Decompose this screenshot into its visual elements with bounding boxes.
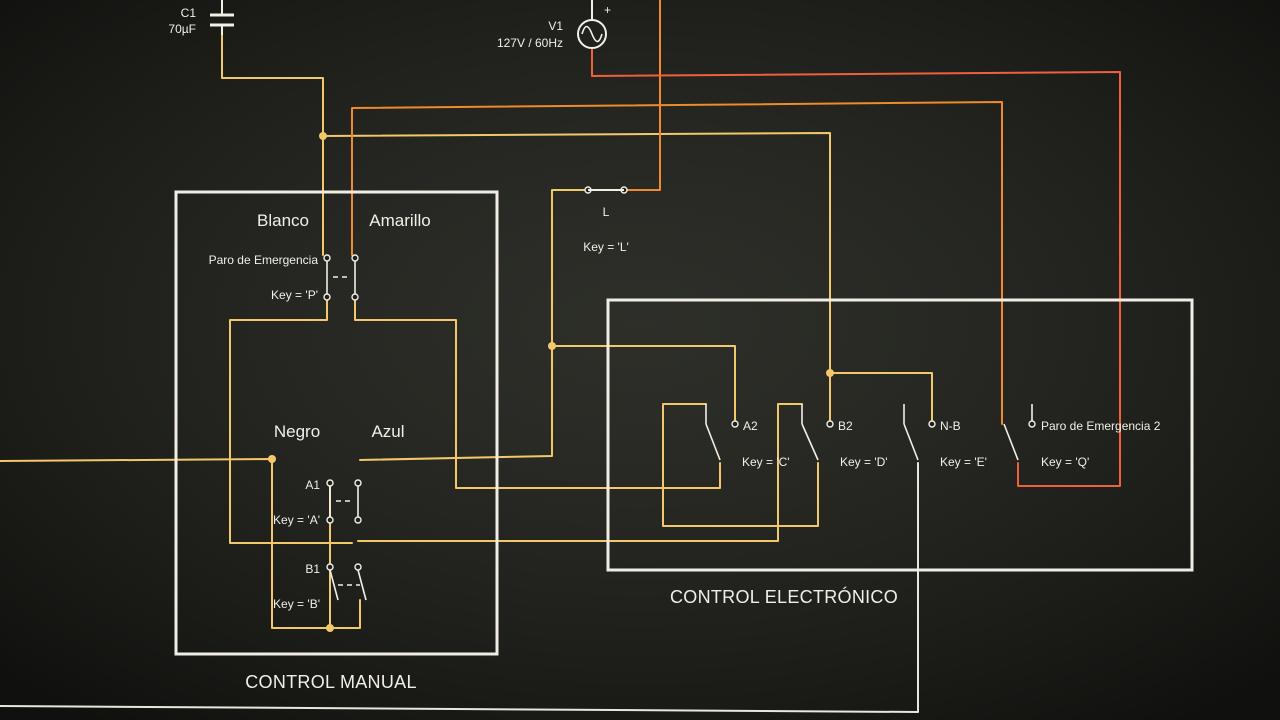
- switch-q[interactable]: Paro de Emergencia 2 Key = 'Q': [1003, 404, 1161, 469]
- source-rating: 127V / 60Hz: [497, 36, 563, 50]
- capacitor-c1: C1 70µF: [168, 0, 234, 36]
- wire-amarillo-top: [351, 101, 1003, 425]
- switch-d[interactable]: B2 Key = 'D': [801, 404, 888, 469]
- control-electronic-title: CONTROL ELECTRÓNICO: [670, 586, 898, 607]
- wire-amarillo-loop: [354, 299, 721, 489]
- switch-l[interactable]: L Key = 'L': [583, 186, 629, 254]
- wire-rail-b2: [322, 132, 831, 425]
- capacitor-name: C1: [181, 6, 197, 20]
- junctions: [268, 132, 834, 632]
- switch-c[interactable]: A2 Key = 'C': [705, 404, 790, 469]
- source-name: V1: [548, 19, 563, 33]
- wire-a1-drop: [329, 482, 361, 629]
- wire-source-plus: [625, 0, 661, 191]
- label-amarillo: Amarillo: [369, 211, 430, 230]
- switch-q-key: Key = 'Q': [1041, 455, 1089, 469]
- switch-a1[interactable]: A1 Key = 'A': [273, 478, 362, 527]
- source-plus: +: [604, 3, 611, 17]
- voltage-source-v1: + V1 127V / 60Hz: [497, 0, 611, 50]
- switch-b1-key: Key = 'B': [273, 597, 320, 611]
- switch-d-key: Key = 'D': [840, 455, 888, 469]
- emergency2-label: Paro de Emergencia 2: [1041, 419, 1161, 433]
- wire-loop-c2: [357, 403, 803, 542]
- switch-c-key: Key = 'C': [742, 455, 790, 469]
- wire-negro-left: [0, 458, 331, 629]
- label-negro: Negro: [274, 422, 320, 441]
- switch-a1-key: Key = 'A': [273, 513, 320, 527]
- wire-to-nb: [829, 372, 933, 425]
- switch-l-name: L: [603, 205, 610, 219]
- control-manual-box: [174, 190, 499, 656]
- switch-b2-label: B2: [838, 419, 853, 433]
- label-blanco: Blanco: [257, 211, 309, 230]
- switch-e[interactable]: N-B Key = 'E': [903, 404, 987, 469]
- wire-source-red: [591, 47, 1121, 487]
- switch-l-key: Key = 'L': [583, 240, 629, 254]
- wire-to-a2: [551, 345, 736, 425]
- control-manual-title: CONTROL MANUAL: [245, 672, 417, 692]
- switch-b1[interactable]: B1 Key = 'B': [273, 562, 367, 611]
- control-electronic-box: [606, 298, 1194, 572]
- emergency-switch-p[interactable]: Paro de Emergencia Key = 'P': [209, 253, 359, 302]
- switch-a2-label: A2: [743, 419, 758, 433]
- switch-e-key: Key = 'E': [940, 455, 987, 469]
- wire-loop-c: [662, 403, 819, 527]
- emergency-key: Key = 'P': [271, 288, 318, 302]
- wire-emergency-loop: [229, 299, 353, 544]
- switch-a1-label: A1: [305, 478, 320, 492]
- switch-b1-label: B1: [305, 562, 320, 576]
- capacitor-value: 70µF: [168, 22, 196, 36]
- wire-bottom-return: [0, 462, 919, 713]
- wire-capacitor-down: [221, 34, 324, 256]
- emergency-label: Paro de Emergencia: [209, 253, 319, 267]
- switch-nb-label: N-B: [940, 419, 961, 433]
- label-azul: Azul: [371, 422, 404, 441]
